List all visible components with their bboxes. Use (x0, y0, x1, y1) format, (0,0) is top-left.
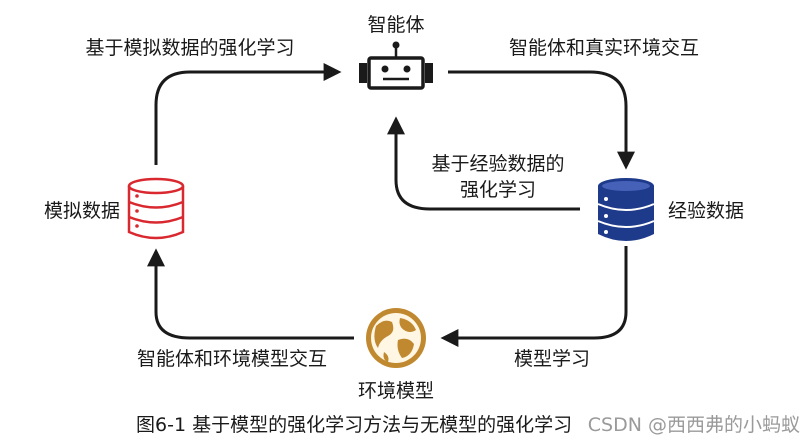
experience-database-icon (597, 178, 655, 241)
arrow-agent-to-experience (448, 70, 635, 170)
edge-label-exp-rl-1: 基于经验数据的 (431, 153, 564, 175)
edge-label-agent-real: 智能体和真实环境交互 (509, 37, 699, 59)
simulated-label: 模拟数据 (44, 200, 120, 222)
edge-label-model-learning: 模型学习 (514, 348, 590, 370)
arrow-env-model-to-sim (147, 248, 354, 340)
robot-icon (359, 41, 433, 90)
edge-label-agent-env-model: 智能体和环境模型交互 (137, 348, 327, 370)
agent-label: 智能体 (367, 14, 424, 36)
edge-label-sim-rl: 基于模拟数据的强化学习 (85, 37, 294, 59)
arrow-sim-to-agent (154, 63, 342, 165)
watermark: CSDN @西西弗的小蚂蚁 (588, 414, 800, 436)
arrow-experience-to-env-model (440, 246, 628, 347)
edge-label-exp-rl-2: 强化学习 (460, 179, 536, 201)
arrow-experience-to-agent (387, 116, 580, 211)
env-model-label: 环境模型 (358, 380, 434, 402)
figure-caption: 图6-1 基于模型的强化学习方法与无模型的强化学习 (136, 414, 572, 436)
experience-label: 经验数据 (668, 200, 744, 222)
globe-icon (366, 308, 426, 368)
simulated-database-icon (127, 177, 185, 240)
